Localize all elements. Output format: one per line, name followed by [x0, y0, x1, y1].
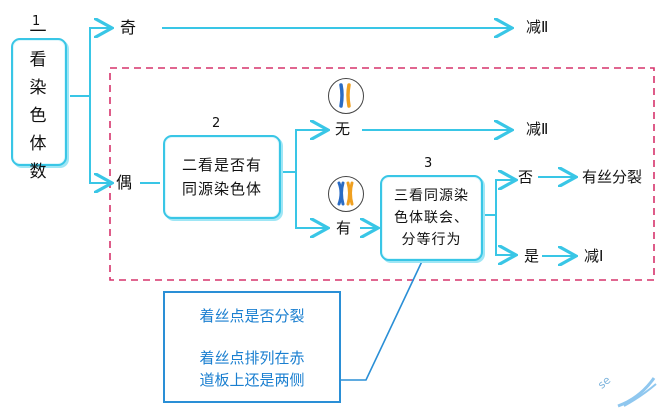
meiosis2-mid-label: 减Ⅱ	[526, 120, 549, 138]
connector-odd	[89, 28, 110, 96]
connector-none	[295, 130, 326, 172]
annotation-note: 着丝点是否分裂 着丝点排列在赤 道板上还是两侧	[163, 291, 341, 403]
step1-number: 1	[32, 14, 41, 29]
even-label: 偶	[116, 173, 133, 192]
note-line1: 着丝点是否分裂	[199, 308, 305, 325]
step3-number: 3	[424, 156, 433, 171]
step2-number: 2	[212, 116, 221, 131]
yes-label: 是	[524, 247, 540, 265]
no-label: 否	[518, 168, 534, 186]
step1-box: 一看染色体数	[11, 22, 67, 182]
step3-line2: 色体联会、	[394, 210, 469, 226]
connector-have	[295, 172, 326, 228]
connector-yes	[495, 215, 514, 255]
note-line2: 着丝点排列在赤	[199, 350, 305, 367]
step2-line2: 同源染色体	[181, 180, 262, 198]
connector-no	[495, 180, 514, 215]
mitosis-label: 有丝分裂	[582, 168, 643, 186]
note-pointer	[341, 256, 425, 381]
step3-line3: 分等行为	[401, 232, 462, 248]
step2-box: 二看是否有 同源染色体	[163, 135, 281, 219]
meiosis2-top-label: 减Ⅱ	[526, 18, 549, 36]
step1-text: 一看染色体数	[29, 22, 49, 182]
step3-line1: 三看同源染	[394, 188, 469, 204]
connector-even	[89, 96, 110, 183]
step2-line1: 二看是否有	[181, 156, 262, 174]
none-label: 无	[335, 120, 351, 138]
chromosome-separate-icon	[328, 78, 364, 114]
have-label: 有	[336, 219, 352, 237]
watermark-logo: se	[595, 370, 658, 410]
chromosome-pair-icon	[328, 176, 364, 212]
step3-box: 三看同源染 色体联会、 分等行为	[380, 175, 483, 261]
meiosis1-label: 减Ⅰ	[584, 247, 604, 265]
odd-label: 奇	[120, 18, 137, 37]
note-line3: 道板上还是两侧	[199, 372, 305, 389]
